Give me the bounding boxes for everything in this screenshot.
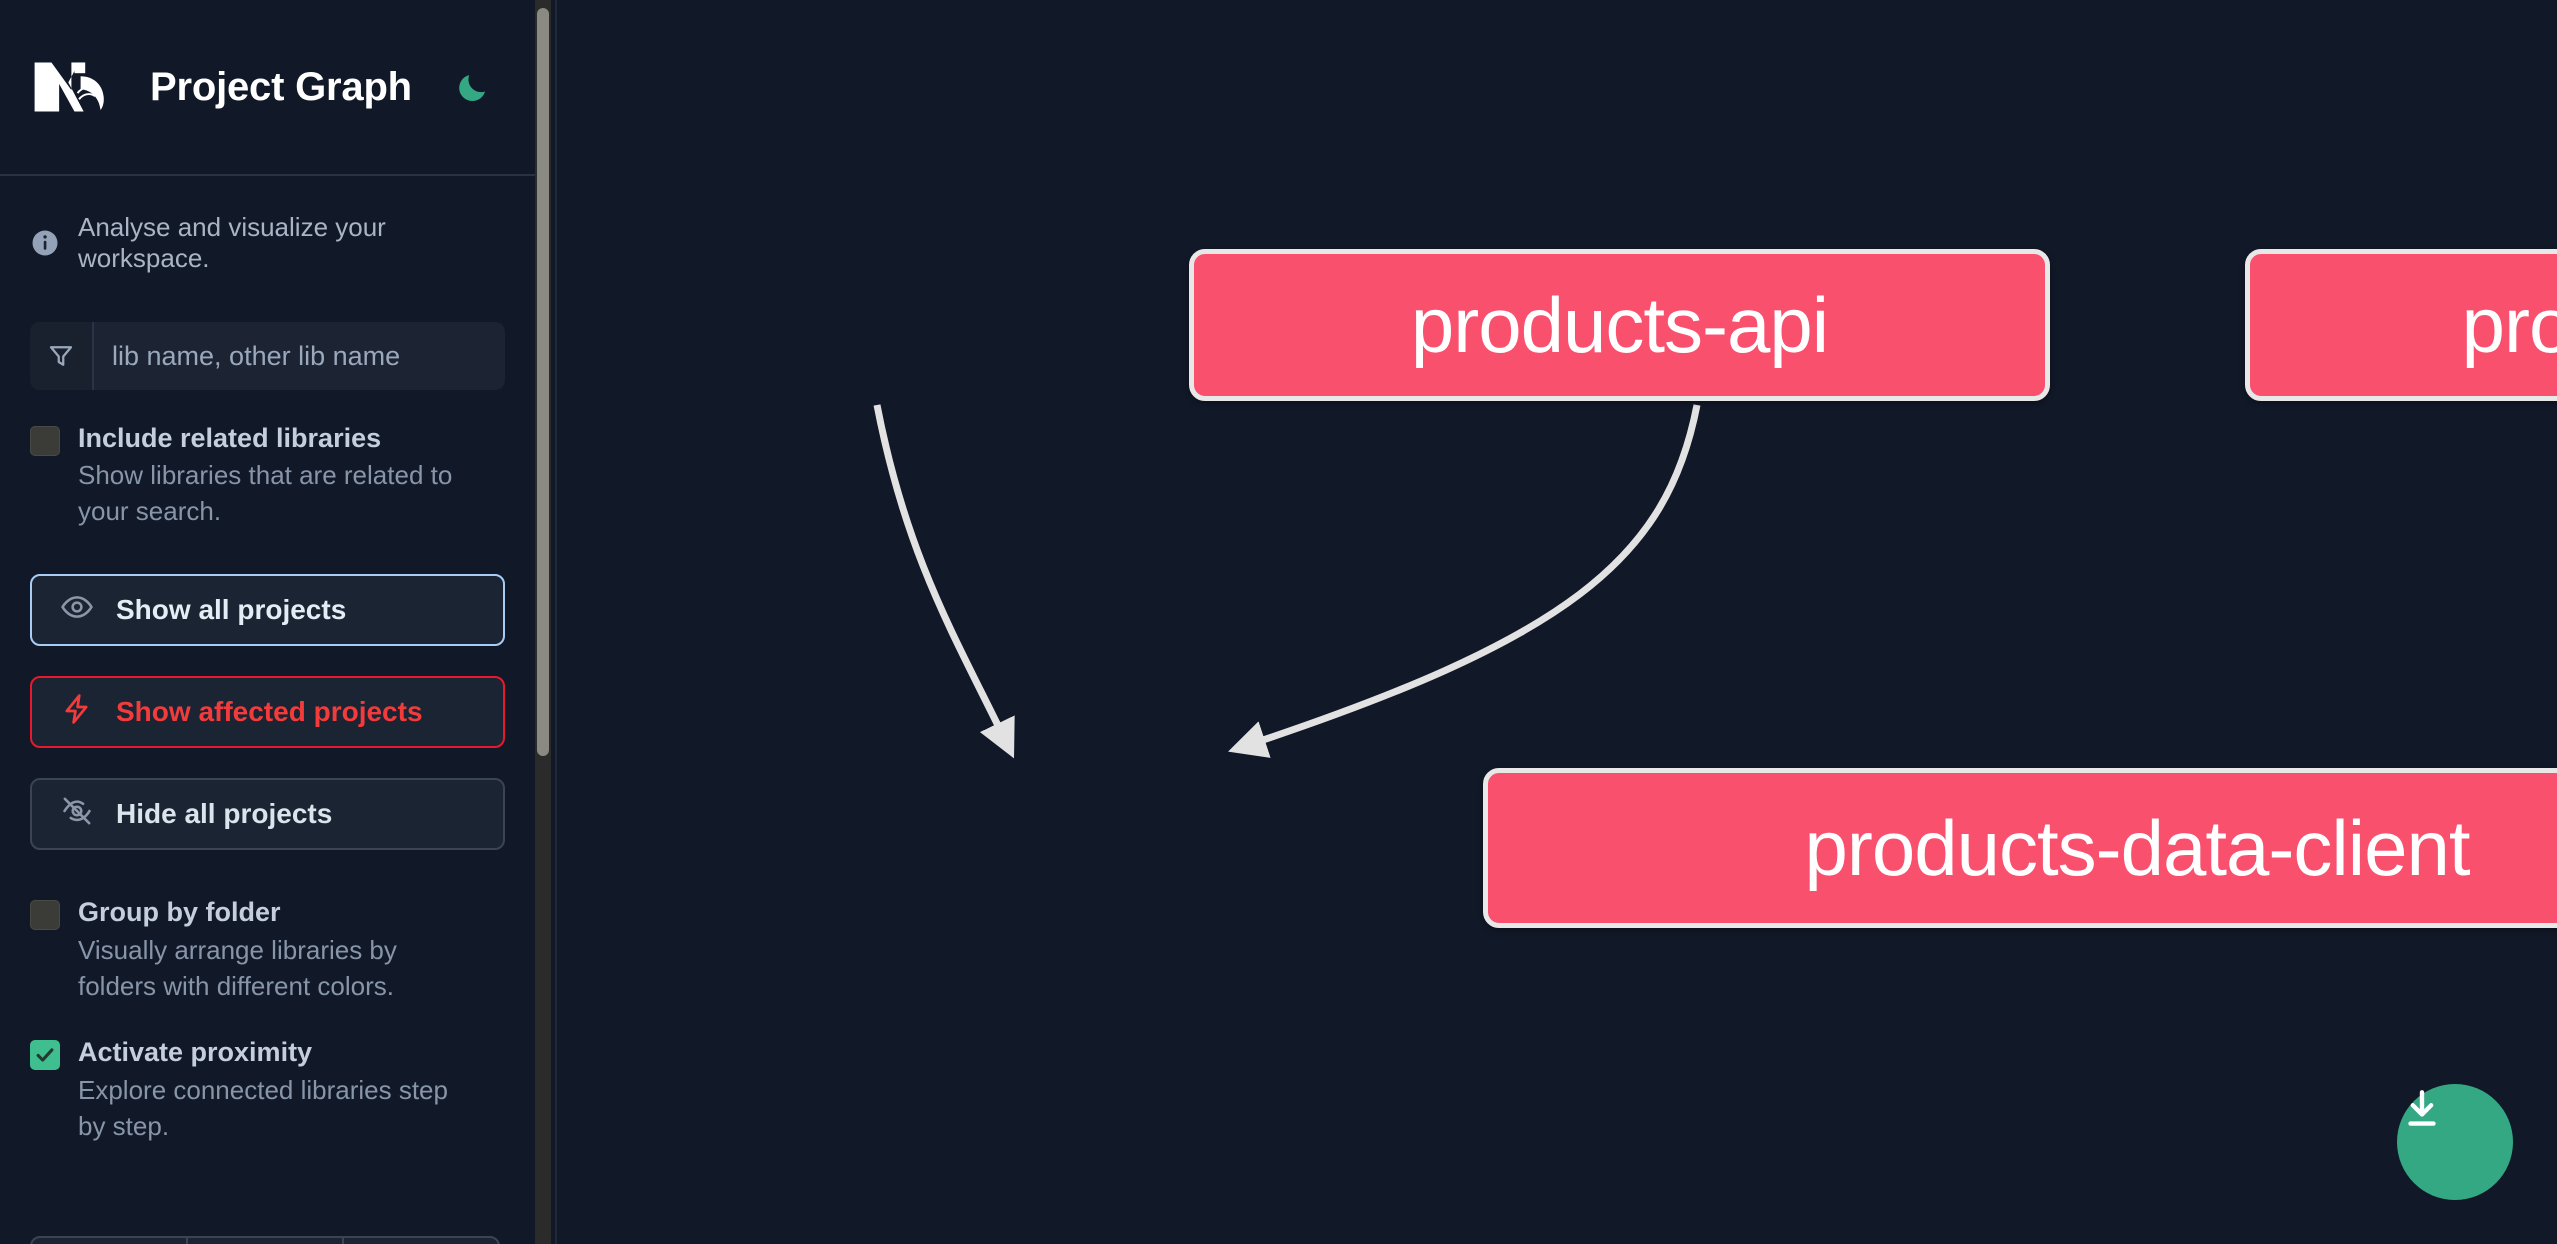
include-related-libraries-description: Show libraries that are related to your … bbox=[78, 460, 453, 527]
show-all-projects-button[interactable]: Show all projects bbox=[30, 574, 505, 647]
graph-node-label: products-cli bbox=[2461, 280, 2557, 369]
moon-icon[interactable] bbox=[450, 64, 496, 110]
graph-node-products-cli[interactable]: products-cli bbox=[2245, 249, 2557, 401]
graph-node-products-data-client[interactable]: products-data-client bbox=[1483, 768, 2557, 928]
edge-products-cli-to-products-data-client bbox=[1228, 404, 1701, 758]
download-graph-button[interactable] bbox=[2397, 1084, 2513, 1200]
checkbox-row-include-related-libraries[interactable]: Include related libraries Show libraries… bbox=[0, 420, 535, 530]
sidebar: Project Graph Analyse and visualize yo bbox=[0, 0, 557, 1244]
proximity-stepper-group[interactable] bbox=[30, 1236, 500, 1244]
proximity-stepper-segment[interactable] bbox=[344, 1238, 498, 1244]
activate-proximity-label: Activate proximity bbox=[78, 1037, 313, 1068]
tagline: Analyse and visualize your workspace. bbox=[0, 176, 535, 274]
proximity-stepper-segment[interactable] bbox=[32, 1238, 188, 1244]
graph-node-label: products-data-client bbox=[1804, 803, 2470, 892]
tagline-text: Analyse and visualize your workspace. bbox=[78, 212, 386, 273]
search-input[interactable] bbox=[94, 322, 505, 390]
include-related-libraries-checkbox[interactable] bbox=[30, 426, 60, 456]
eye-off-icon bbox=[60, 794, 94, 835]
sidebar-scrollbar-thumb[interactable] bbox=[537, 8, 549, 756]
edge-products-api-to-products-data-client bbox=[873, 404, 1015, 759]
group-by-folder-checkbox[interactable] bbox=[30, 900, 60, 931]
graph-edges bbox=[873, 404, 1701, 759]
graph-node-label: products-api bbox=[1410, 280, 1829, 369]
nx-logo-icon bbox=[30, 56, 122, 118]
include-related-libraries-label: Include related libraries bbox=[78, 423, 382, 453]
activate-proximity-description: Explore connected libraries step by step… bbox=[78, 1074, 448, 1141]
show-affected-projects-label: Show affected projects bbox=[116, 696, 423, 728]
lightning-bolt-icon bbox=[60, 692, 94, 733]
hide-all-projects-button[interactable]: Hide all projects bbox=[30, 778, 505, 851]
graph-canvas[interactable]: products-api products-cli products-data-… bbox=[557, 0, 2557, 1244]
show-all-projects-label: Show all projects bbox=[116, 594, 347, 626]
hide-all-projects-label: Hide all projects bbox=[116, 798, 333, 830]
info-icon bbox=[30, 228, 60, 258]
filter-icon bbox=[30, 322, 94, 390]
proximity-stepper-segment[interactable] bbox=[188, 1238, 344, 1244]
show-affected-projects-button[interactable]: Show affected projects bbox=[30, 676, 505, 749]
page-title: Project Graph bbox=[150, 64, 412, 109]
activate-proximity-checkbox[interactable] bbox=[30, 1040, 60, 1071]
sidebar-scroll-content: Project Graph Analyse and visualize yo bbox=[0, 0, 535, 1244]
group-by-folder-description: Visually arrange libraries by folders wi… bbox=[78, 934, 397, 1001]
graph-node-products-api[interactable]: products-api bbox=[1189, 249, 2050, 401]
sidebar-header: Project Graph bbox=[0, 0, 535, 176]
checkbox-row-activate-proximity[interactable]: Activate proximity Explore connected lib… bbox=[0, 1034, 535, 1144]
eye-icon bbox=[60, 590, 94, 631]
checkbox-row-group-by-folder[interactable]: Group by folder Visually arrange librari… bbox=[0, 894, 535, 1004]
search-field[interactable] bbox=[30, 322, 505, 390]
group-by-folder-label: Group by folder bbox=[78, 897, 281, 928]
